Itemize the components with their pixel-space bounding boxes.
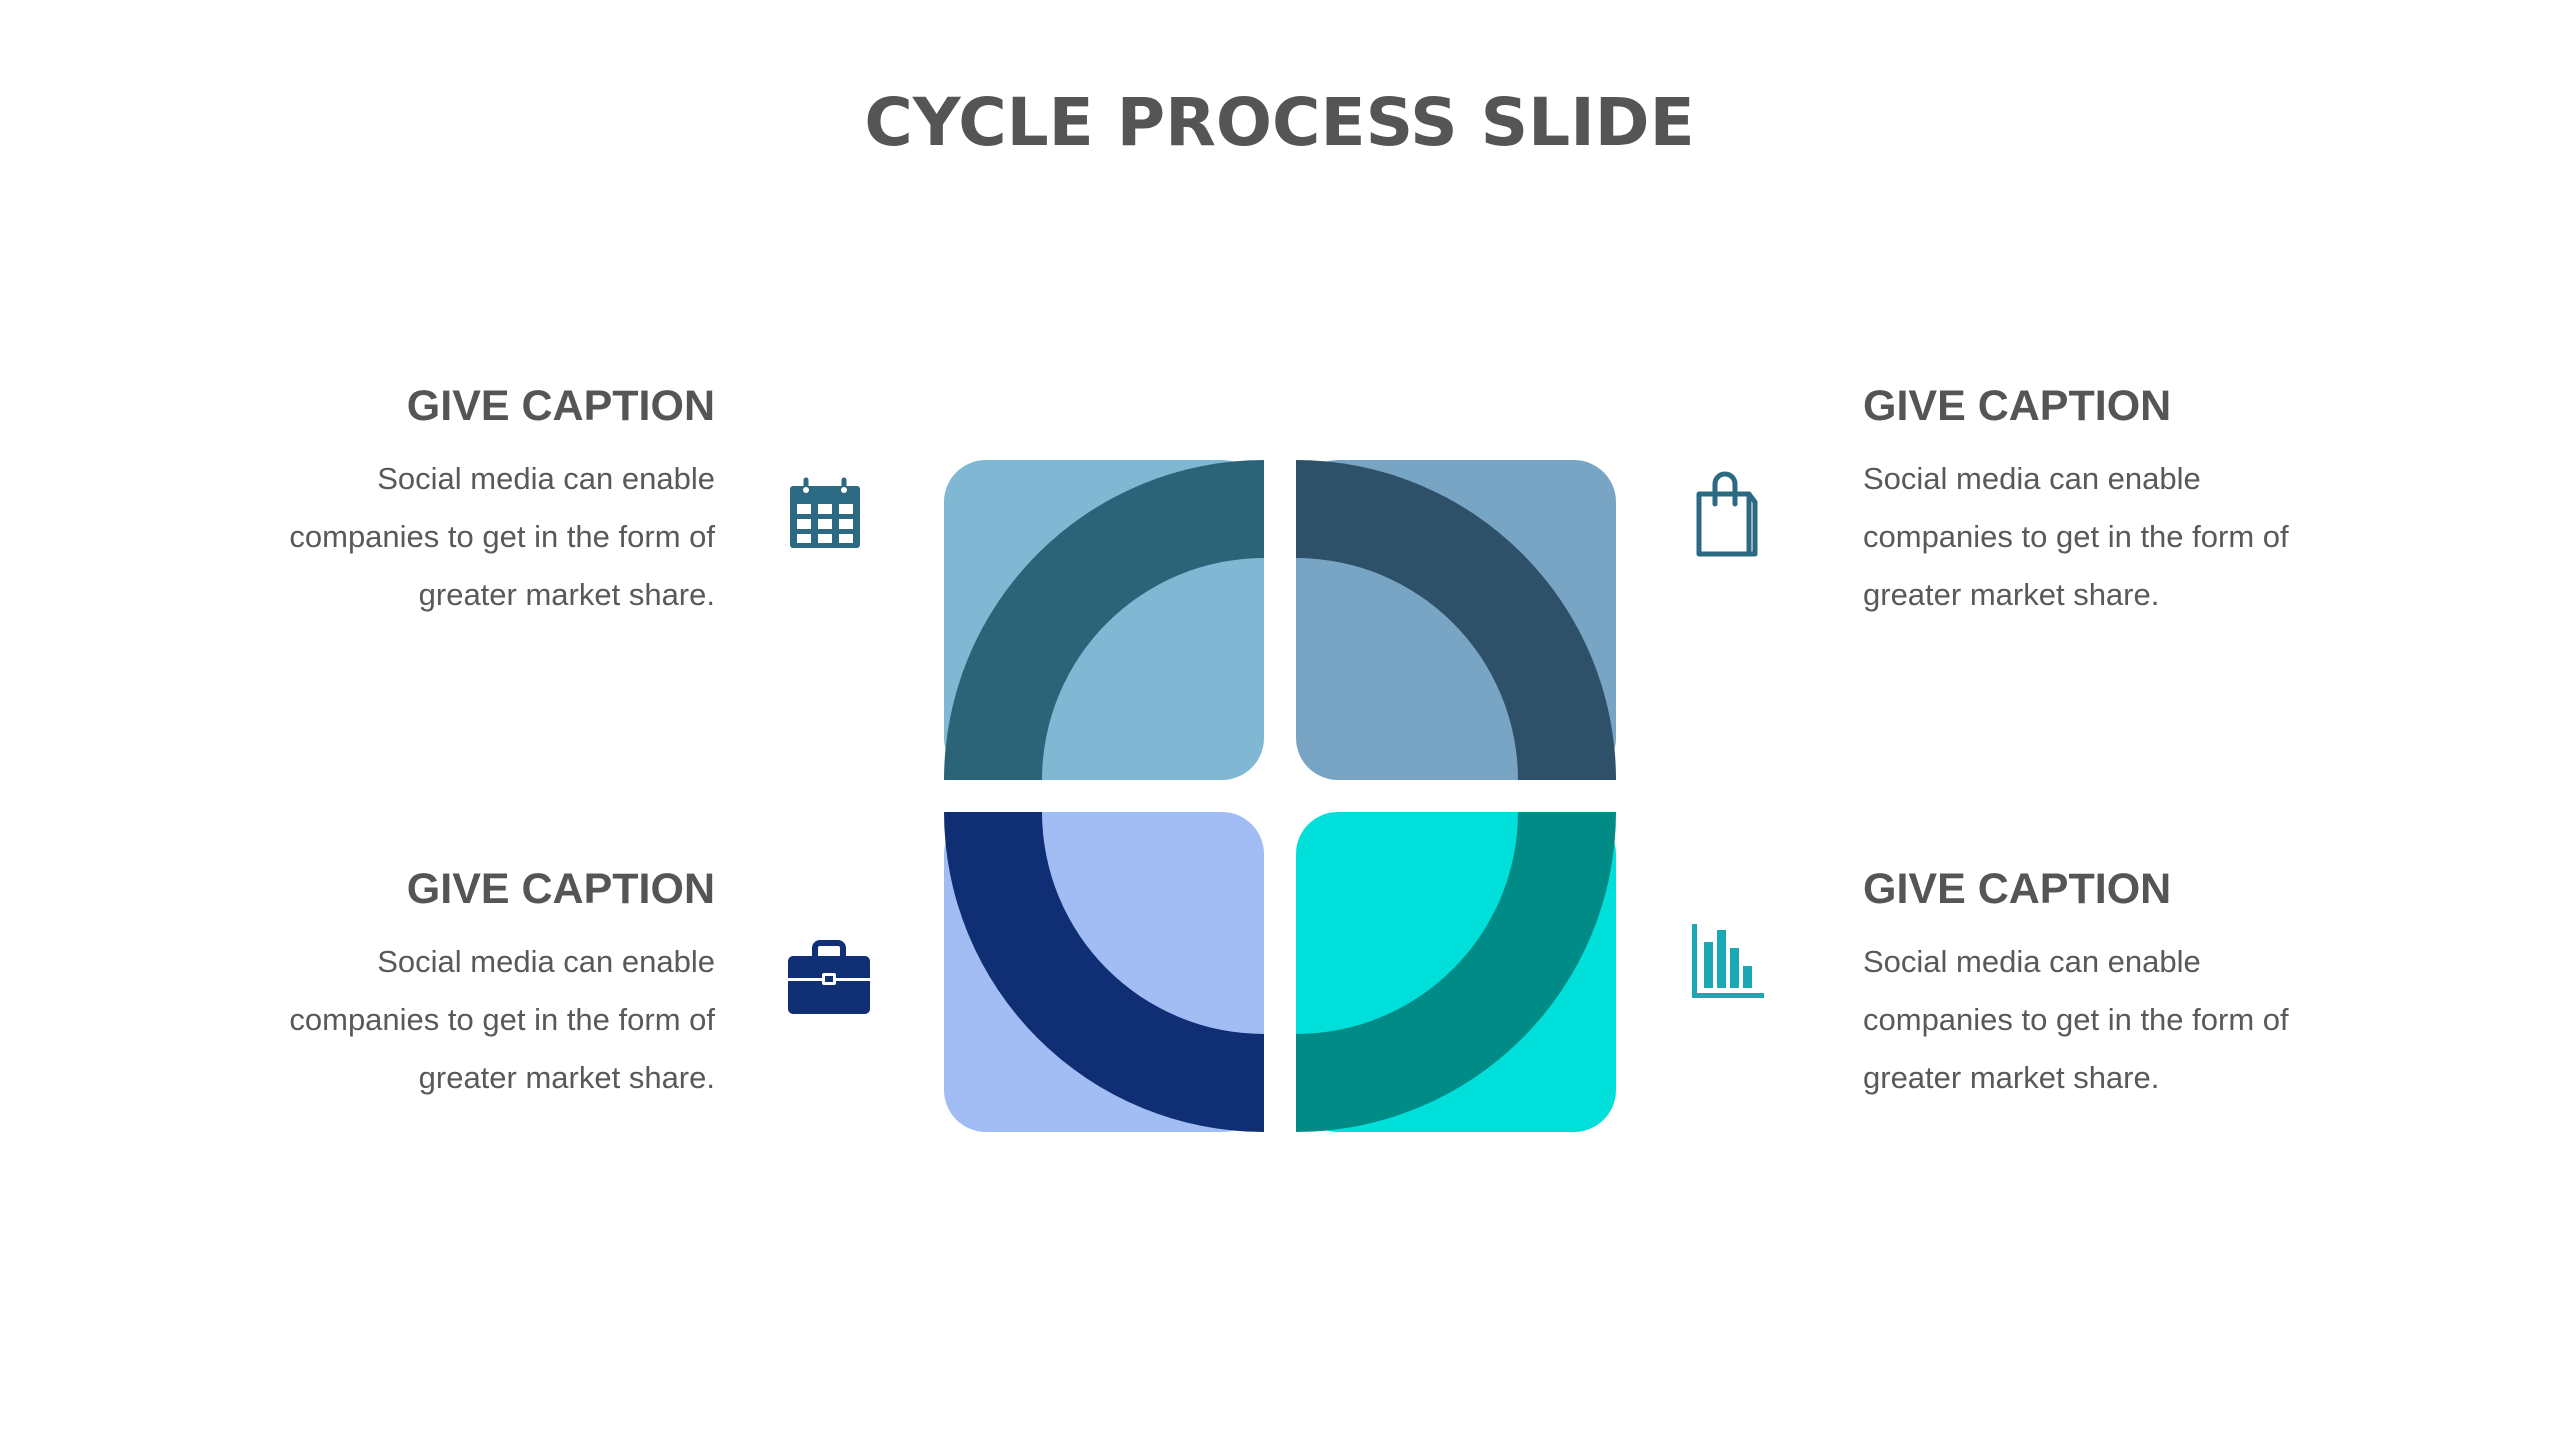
cycle-segment-bottom-left	[944, 812, 1264, 1132]
calendar-icon	[790, 477, 860, 548]
caption-line: greater market share.	[418, 1060, 715, 1095]
shopping-bag-icon	[1696, 471, 1758, 557]
caption-line: Social media can enable	[1863, 461, 2201, 496]
caption-text: Social media can enable companies to get…	[155, 933, 715, 1107]
caption-heading: GIVE CAPTION	[1863, 382, 2172, 430]
segment-arc	[1296, 812, 1616, 1132]
caption-line: companies to get in the form of	[1863, 1002, 2289, 1037]
caption-heading: GIVE CAPTION	[406, 865, 715, 913]
cycle-segment-top-left	[944, 460, 1264, 780]
caption-line: Social media can enable	[377, 944, 715, 979]
caption-line: greater market share.	[1863, 1060, 2160, 1095]
segment-arc	[944, 460, 1264, 780]
caption-block-top-left: GIVE CAPTION Social media can enable com…	[155, 380, 715, 624]
caption-line: companies to get in the form of	[289, 519, 715, 554]
cycle-segment-bottom-right	[1296, 812, 1616, 1132]
caption-line: Social media can enable	[1863, 944, 2201, 979]
caption-text: Social media can enable companies to get…	[1863, 933, 2423, 1107]
caption-line: companies to get in the form of	[289, 1002, 715, 1037]
caption-heading: GIVE CAPTION	[1863, 865, 2172, 913]
segment-arc	[1296, 460, 1616, 780]
caption-text: Social media can enable companies to get…	[155, 450, 715, 624]
caption-block-top-right: GIVE CAPTION Social media can enable com…	[1863, 380, 2423, 624]
caption-line: greater market share.	[1863, 577, 2160, 612]
cycle-segment-top-right	[1296, 460, 1616, 780]
caption-line: greater market share.	[418, 577, 715, 612]
bar-chart-icon	[1692, 924, 1764, 998]
caption-block-bottom-right: GIVE CAPTION Social media can enable com…	[1863, 863, 2423, 1107]
caption-text: Social media can enable companies to get…	[1863, 450, 2423, 624]
cycle-diagram	[944, 460, 1616, 1132]
caption-line: Social media can enable	[377, 461, 715, 496]
caption-line: companies to get in the form of	[1863, 519, 2289, 554]
briefcase-icon	[788, 940, 870, 1014]
caption-heading: GIVE CAPTION	[406, 382, 715, 430]
caption-block-bottom-left: GIVE CAPTION Social media can enable com…	[155, 863, 715, 1107]
slide-title: CYCLE PROCESS SLIDE	[864, 84, 1695, 161]
segment-arc	[944, 812, 1264, 1132]
